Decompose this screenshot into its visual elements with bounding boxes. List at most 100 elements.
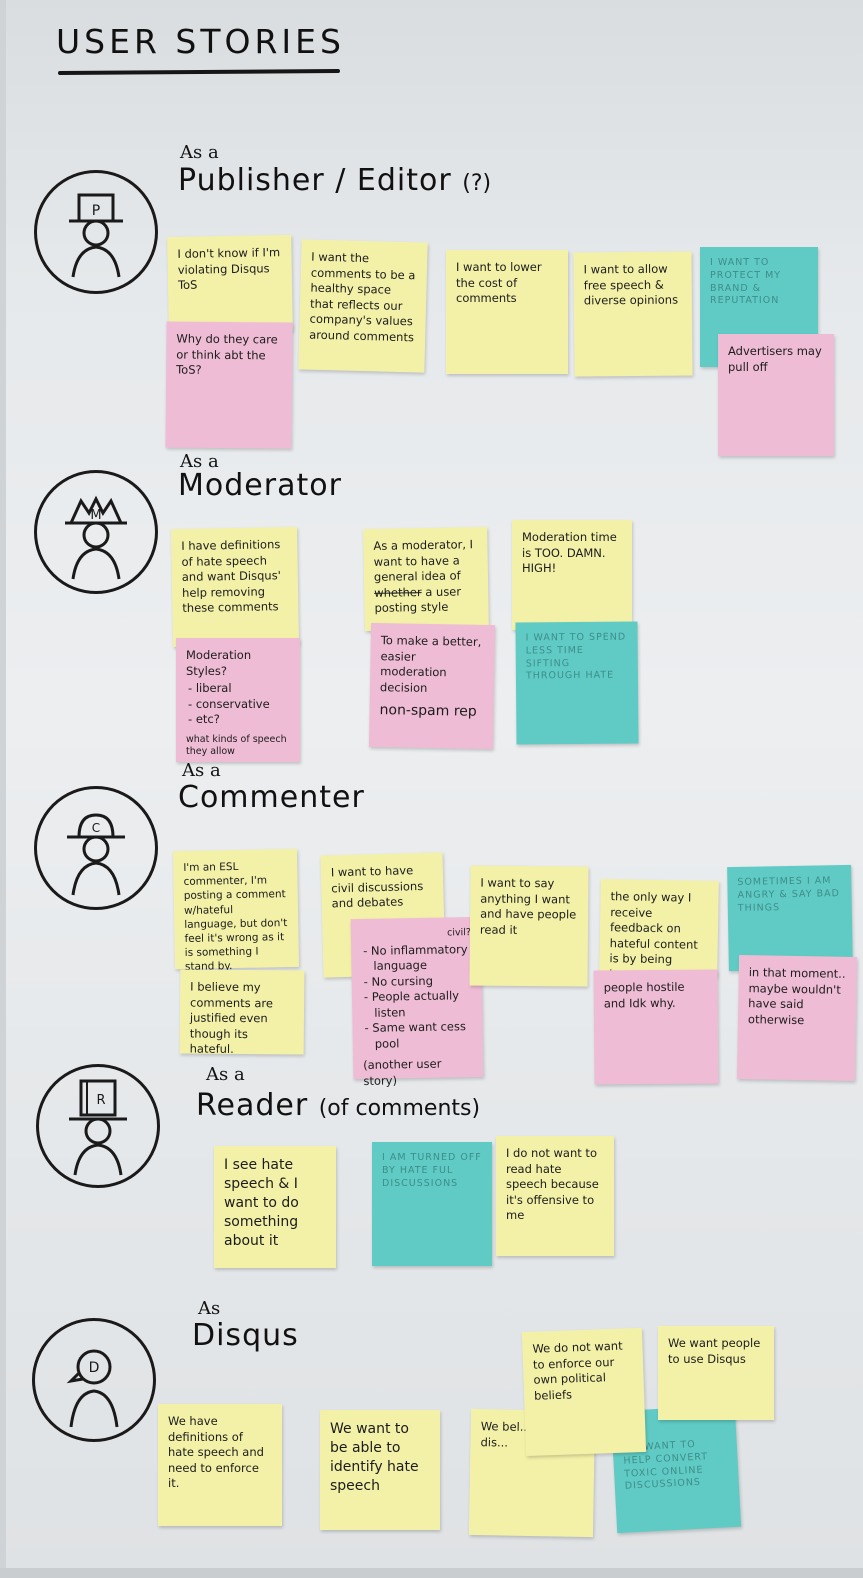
publisher-avatar: P (34, 170, 158, 294)
note-footnote: non-spam rep (379, 702, 477, 720)
moderator-avatar-letter: M (90, 508, 101, 523)
reader-avatar: R (36, 1064, 160, 1188)
moderator-role-heading: Moderator (178, 468, 342, 503)
whiteboard-left-edge (0, 0, 6, 1578)
note-text: I have definitions of hate speech and wa… (181, 537, 281, 615)
note-text: SOMETIMES I AM ANGRY & SAY BAD THINGS (737, 875, 841, 914)
publisher-as-label: As a (180, 142, 219, 163)
commenter-avatar: C (34, 786, 158, 910)
sticky-note: I WANT TO SPEND LESS TIME SIFTING THROUG… (515, 621, 639, 745)
publisher-figure-icon: P (69, 193, 123, 278)
board-title: USER STORIES (56, 22, 345, 61)
publisher-role-heading: Publisher / Editor (?) (178, 163, 491, 198)
note-text: I want to lower the cost of comments (456, 260, 542, 306)
note-list-item: People actually listen (372, 988, 473, 1021)
note-text: in that moment.. maybe wouldn't have sai… (747, 965, 846, 1027)
disqus-avatar-letter: D (89, 1360, 100, 1376)
commenter-as-label: As a (182, 760, 221, 781)
note-text: I WANT TO SPEND LESS TIME SIFTING THROUG… (525, 631, 627, 682)
note-text: To make a better, easier moderation deci… (379, 633, 482, 695)
sticky-note: To make a better, easier moderation deci… (368, 622, 496, 750)
sticky-note: I'm an ESL commenter, I'm posting a comm… (172, 848, 300, 973)
moderator-avatar: M (34, 470, 158, 594)
reader-role-name: Reader (196, 1088, 309, 1123)
reader-avatar-letter: R (96, 1093, 105, 1108)
note-text: I want to allow free speech & diverse op… (583, 261, 679, 308)
sticky-note: I do not want to read hate speech becaus… (496, 1136, 614, 1256)
note-text: I want the comments to be a healthy spac… (309, 249, 416, 344)
note-strikethrough-text: whether (374, 584, 422, 600)
note-text: I do not want to read hate speech becaus… (506, 1146, 599, 1223)
note-text: I want to have civil discussions and deb… (330, 863, 424, 911)
note-text: I want to say anything I want and have p… (479, 875, 577, 937)
note-list-item: liberal (196, 681, 290, 697)
sticky-note: I have definitions of hate speech and wa… (170, 526, 300, 648)
note-list: liberal conservative etc? (186, 681, 290, 728)
publisher-role-name: Publisher / Editor (178, 163, 452, 198)
moderator-figure-icon: M (65, 495, 127, 580)
reader-role-suffix: (of comments) (318, 1096, 481, 1121)
sticky-note: Moderation time is TOO. DAMN. HIGH! (512, 520, 632, 630)
commenter-role-heading: Commenter (178, 780, 365, 815)
publisher-role-suffix: (?) (462, 171, 492, 196)
note-text: I AM TURNED OFF BY HATE FUL DISCUSSIONS (382, 1152, 482, 1189)
note-text: We have definitions of hate speech and n… (168, 1414, 264, 1491)
note-text: Moderation Styles? (186, 648, 252, 678)
note-text: I don't know if I'm violating Disqus ToS (177, 245, 281, 292)
sticky-note: civil? No inflammatory language No cursi… (350, 916, 484, 1088)
sticky-note: I want to allow free speech & diverse op… (573, 251, 693, 377)
sticky-note: We do not want to enforce our own politi… (521, 1327, 647, 1457)
note-list-item: No cursing (371, 973, 472, 990)
note-text: Moderation time is TOO. DAMN. HIGH! (522, 530, 617, 576)
note-list-item: etc? (196, 712, 290, 728)
commenter-figure-icon: C (67, 813, 125, 896)
sticky-note: Advertisers may pull off (718, 334, 834, 456)
disqus-figure-icon: D (66, 1349, 119, 1428)
sticky-note: I AM TURNED OFF BY HATE FUL DISCUSSIONS (372, 1142, 492, 1266)
sticky-note: the only way I receive feedback on hatef… (599, 878, 719, 998)
note-text: I believe my comments are justified even… (189, 979, 274, 1056)
sticky-note: We want to be able to identify hate spee… (320, 1410, 440, 1530)
note-list-item: conservative (196, 697, 290, 713)
sticky-note: I believe my comments are justified even… (179, 969, 305, 1056)
note-text: Why do they care or think abt the ToS? (176, 331, 278, 377)
title-underline (57, 69, 341, 75)
sticky-note: people hostile and Idk why. (593, 969, 719, 1085)
note-text: I WANT TO PROTECT MY BRAND & REPUTATION (710, 257, 782, 307)
sticky-note: I want to say anything I want and have p… (469, 865, 589, 987)
sticky-note: As a moderator, I want to have a general… (363, 526, 489, 632)
note-footnote: what kinds of speech they allow (186, 733, 287, 758)
sticky-note: We have definitions of hate speech and n… (158, 1404, 282, 1526)
sticky-note: Moderation Styles? liberal conservative … (176, 638, 300, 762)
reader-figure-icon: R (69, 1079, 127, 1176)
note-footnote: (another user story) (363, 1057, 442, 1088)
note-text: civil? (446, 927, 471, 939)
reader-role-heading: Reader (of comments) (196, 1088, 480, 1123)
note-list: No inflammatory language No cursing Peop… (361, 942, 473, 1053)
note-text: people hostile and Idk why. (603, 979, 685, 1010)
disqus-role-heading: Disqus (192, 1318, 299, 1353)
reader-as-label: As a (206, 1064, 245, 1085)
note-text: We want people to use Disqus (668, 1336, 761, 1366)
note-text: We do not want to enforce our own politi… (532, 1338, 623, 1403)
sticky-note: I want the comments to be a healthy spac… (298, 239, 428, 373)
note-text: I'm an ESL commenter, I'm posting a comm… (183, 860, 288, 974)
note-text: As a moderator, I want to have a general… (373, 537, 474, 584)
whiteboard-bottom-edge (0, 1568, 863, 1578)
disqus-as-label: As (198, 1298, 221, 1319)
note-text: Advertisers may pull off (728, 344, 822, 374)
sticky-note: in that moment.. maybe wouldn't have sai… (736, 954, 858, 1082)
note-text: We want to be able to identify hate spee… (330, 1421, 419, 1494)
note-list-item: No inflammatory language (371, 942, 472, 975)
disqus-avatar: D (32, 1318, 156, 1442)
sticky-note: Why do they care or think abt the ToS? (165, 321, 293, 449)
sticky-note: I don't know if I'm violating Disqus ToS (167, 234, 293, 334)
sticky-note: We want people to use Disqus (658, 1326, 774, 1420)
commenter-avatar-letter: C (92, 821, 100, 835)
note-list-item: Same want cess pool (372, 1019, 473, 1052)
moderator-as-label: As a (180, 451, 219, 472)
publisher-avatar-letter: P (92, 203, 100, 219)
sticky-note: I see hate speech & I want to do somethi… (214, 1146, 336, 1268)
sticky-note: I want to lower the cost of comments (446, 250, 568, 374)
note-text: I see hate speech & I want to do somethi… (224, 1157, 299, 1249)
